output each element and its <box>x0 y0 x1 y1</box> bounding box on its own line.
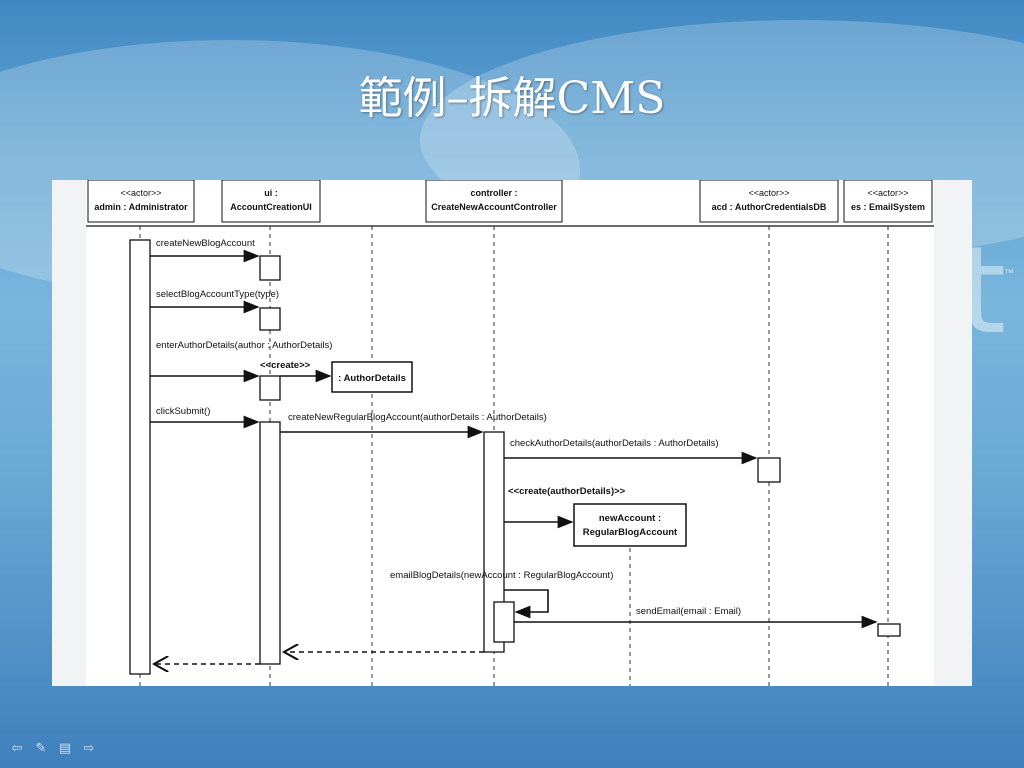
label-createnewblogaccount: createNewBlogAccount <box>156 238 255 249</box>
object-newaccount-label-2: RegularBlogAccount <box>583 527 678 538</box>
message-arrows <box>150 249 878 629</box>
activation-ui-2 <box>259 307 281 331</box>
activation-controller-self <box>493 601 515 643</box>
participant-controller: controller : CreateNewAccountController <box>425 180 563 223</box>
activation-acd <box>757 457 781 483</box>
activation-ui-3 <box>259 375 281 401</box>
return-arrows <box>154 652 484 664</box>
object-newaccount-label-1: newAccount : <box>599 513 661 524</box>
label-create-authordetails: <<create(authorDetails)>> <box>508 486 626 497</box>
participant-acd-stereotype: <<actor>> <box>748 188 789 198</box>
lifelines <box>139 226 889 686</box>
message-labels: createNewBlogAccount selectBlogAccountTy… <box>156 238 741 617</box>
sequence-diagram: <<actor>> admin : Administrator ui : Acc… <box>86 180 934 686</box>
activation-bars <box>129 239 901 675</box>
participant-ui-name: AccountCreationUI <box>230 202 312 212</box>
activation-ui-1 <box>259 255 281 281</box>
arrow-right-icon[interactable]: ⇨ <box>83 741 95 756</box>
participant-admin: <<actor>> admin : Administrator <box>87 180 195 223</box>
participant-es: <<actor>> es : EmailSystem <box>843 180 933 223</box>
activation-controller <box>483 431 505 653</box>
label-createnewregularblogaccount: createNewRegularBlogAccount(authorDetail… <box>288 412 547 423</box>
pen-icon[interactable]: ✎ <box>35 741 47 756</box>
sequence-diagram-frame: <<actor>> admin : Administrator ui : Acc… <box>52 180 972 686</box>
participant-admin-stereotype: <<actor>> <box>120 188 161 198</box>
arrow-left-icon[interactable]: ⇦ <box>11 741 23 756</box>
participant-ui-role: ui : <box>264 188 278 198</box>
object-newaccount: newAccount : RegularBlogAccount <box>573 503 687 547</box>
participant-admin-name: admin : Administrator <box>94 202 188 212</box>
arrow-emailblogdetails-self <box>504 589 549 619</box>
label-checkauthordetails: checkAuthorDetails(authorDetails : Autho… <box>510 438 719 449</box>
participant-ui: ui : AccountCreationUI <box>221 180 321 223</box>
object-authordetails-label: : AuthorDetails <box>338 373 406 384</box>
trademark-mark: ™ <box>1004 268 1014 279</box>
participant-controller-role: controller : <box>470 188 517 198</box>
activation-ui-4 <box>259 421 281 665</box>
menu-icon[interactable]: ▤ <box>58 741 72 756</box>
participant-es-stereotype: <<actor>> <box>867 188 908 198</box>
label-selectblogaccounttype: selectBlogAccountType(type) <box>156 289 279 300</box>
participant-acd: <<actor>> acd : AuthorCredentialsDB <box>699 180 839 223</box>
slide-navigation: ⇦ ✎ ▤ ⇨ <box>8 742 98 756</box>
participant-es-name: es : EmailSystem <box>851 202 925 212</box>
slide-title: 範例–拆解CMS <box>358 73 666 124</box>
label-sendemail: sendEmail(email : Email) <box>636 606 741 617</box>
activation-es <box>877 623 901 637</box>
label-create: <<create>> <box>260 360 311 371</box>
label-clicksubmit: clickSubmit() <box>156 406 210 417</box>
participant-controller-name: CreateNewAccountController <box>431 202 557 212</box>
label-enterauthordetails: enterAuthorDetails(author : AuthorDetail… <box>156 340 332 351</box>
label-emailblogdetails: emailBlogDetails(newAccount : RegularBlo… <box>390 570 613 581</box>
object-authordetails: : AuthorDetails <box>331 361 413 393</box>
activation-admin <box>129 239 151 675</box>
participant-acd-name: acd : AuthorCredentialsDB <box>712 202 827 212</box>
